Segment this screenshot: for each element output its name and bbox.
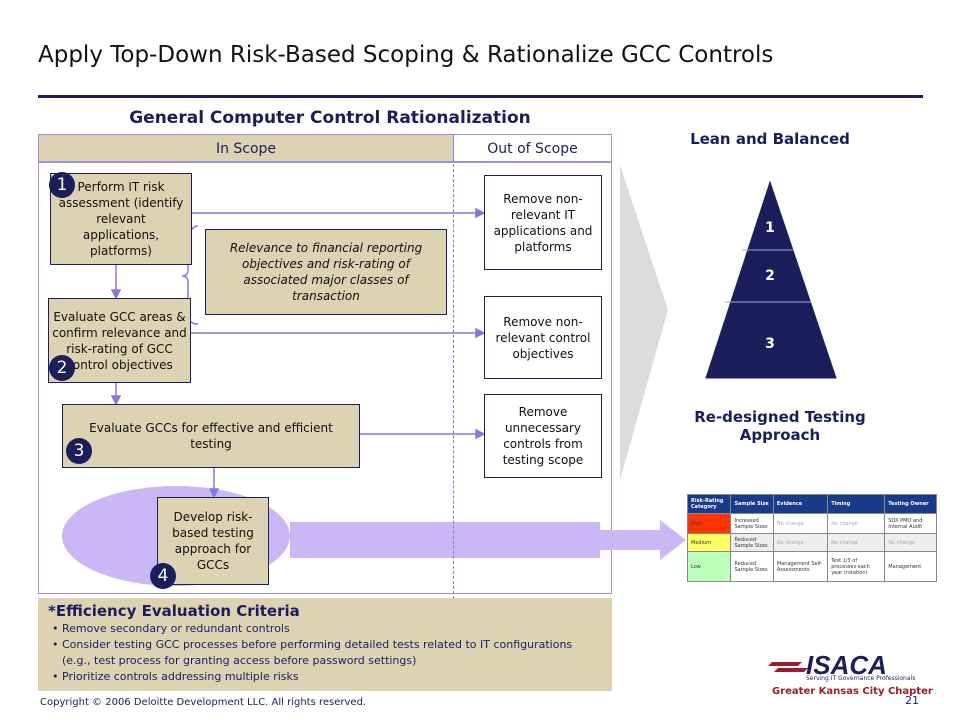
step-2-text: Evaluate GCC areas & confirm relevance a… <box>52 309 187 372</box>
criteria-star: * <box>48 602 56 620</box>
step-4-text: Develop risk-based testing approach for … <box>172 510 254 572</box>
outcome-box-applications: Remove non-relevant IT applications and … <box>484 175 602 270</box>
pyramid-level-1: 1 <box>765 220 775 236</box>
isaca-logo-mark: ISACA <box>768 650 887 680</box>
logo-wordmark: ISACA <box>806 650 887 680</box>
table-cell: Increased Sample Sizes <box>730 513 774 534</box>
outcome-text-objectives: Remove non-relevant control objectives <box>495 314 591 361</box>
pyramid-level-2: 2 <box>765 268 775 284</box>
efficiency-criteria-box: *Efficiency Evaluation Criteria Remove s… <box>38 598 612 691</box>
redesigned-title: Re-designed Testing Approach <box>694 408 866 444</box>
scope-frame <box>38 162 612 594</box>
table-header-row: Risk-Rating Category Sample Size Evidenc… <box>686 494 937 514</box>
step-1-text: Perform IT risk assessment (identify rel… <box>58 180 184 258</box>
step-4-badge: 4 <box>150 563 176 589</box>
lean-balanced-title: Lean and Balanced <box>690 130 850 148</box>
step-1-badge: 1 <box>49 172 75 198</box>
criteria-item: Consider testing GCC processes before pe… <box>48 637 602 669</box>
criteria-item: Prioritize controls addressing multiple … <box>48 669 602 685</box>
pyramid: 1 2 3 <box>705 180 837 379</box>
table-cell-category: High <box>686 513 732 534</box>
pyramid-level-3: 3 <box>765 336 775 352</box>
relevance-note: Relevance to financial reporting objecti… <box>205 229 447 315</box>
step-4-box: Develop risk-based testing approach for … <box>157 497 269 585</box>
step-3-badge: 3 <box>66 438 92 464</box>
in-scope-header: In Scope <box>38 134 454 162</box>
isaca-logo: ISACA Serving IT Governance Professional… <box>768 644 933 700</box>
table-header: Sample Size <box>730 494 774 514</box>
table-cell: Reduced Sample Sizes <box>730 551 774 582</box>
gray-chevron <box>620 165 668 480</box>
logo-chapter: Greater Kansas City Chapter <box>772 686 933 697</box>
outcome-text-applications: Remove non-relevant IT applications and … <box>493 191 593 254</box>
table-cell: Management <box>884 551 937 582</box>
table-row: Medium Reduced Sample Sizes No change No… <box>686 533 937 552</box>
relevance-note-text: Relevance to financial reporting objecti… <box>229 241 423 303</box>
table-cell: Reduced Sample Sizes <box>730 533 774 552</box>
title-rule <box>38 95 923 98</box>
step-3-box: Evaluate GCCs for effective and efficien… <box>62 404 360 468</box>
table-cell: No change <box>827 533 886 552</box>
logo-tagline: Serving IT Governance Professionals <box>806 675 916 682</box>
pyramid-shape <box>705 180 837 379</box>
table-cell: Management Self-Assessments <box>772 551 829 582</box>
logo-swoosh <box>768 662 808 672</box>
outcome-box-controls: Remove unnecessary controls from testing… <box>484 394 602 478</box>
out-of-scope-header: Out of Scope <box>453 134 612 162</box>
table-header: Risk-Rating Category <box>686 494 732 514</box>
outcome-box-objectives: Remove non-relevant control objectives <box>484 296 602 379</box>
approach-arrow <box>290 520 686 560</box>
step-2-box: Evaluate GCC areas & confirm relevance a… <box>48 298 191 383</box>
step-1-box: Perform IT risk assessment (identify rel… <box>50 173 192 265</box>
table-cell: No change <box>884 533 937 552</box>
table-cell: No change <box>772 533 829 552</box>
copyright-notice: Copyright © 2006 Deloitte Development LL… <box>40 697 367 708</box>
criteria-heading-text: Efficiency Evaluation Criteria <box>55 602 300 620</box>
slide-title: Apply Top-Down Risk-Based Scoping & Rati… <box>38 42 774 68</box>
criteria-heading: *Efficiency Evaluation Criteria <box>48 602 602 620</box>
table-cell: No change <box>827 513 886 534</box>
table-header: Evidence <box>772 494 829 514</box>
criteria-item: Remove secondary or redundant controls <box>48 621 602 637</box>
table-header: Timing <box>827 494 886 514</box>
table-row: High Increased Sample Sizes No change No… <box>686 513 937 534</box>
table-row: Low Reduced Sample Sizes Management Self… <box>686 551 937 582</box>
step-2-badge: 2 <box>49 355 75 381</box>
outcome-text-controls: Remove unnecessary controls from testing… <box>502 405 584 467</box>
risk-rating-table: Risk-Rating Category Sample Size Evidenc… <box>686 494 937 582</box>
step-3-text: Evaluate GCCs for effective and efficien… <box>89 421 333 451</box>
table-cell-category: Low <box>686 551 732 582</box>
criteria-list: Remove secondary or redundant controls C… <box>48 621 602 685</box>
diagram-subtitle: General Computer Control Rationalization <box>129 108 531 128</box>
page-number: 21 <box>905 694 919 707</box>
scope-divider <box>453 134 454 604</box>
table-header: Testing Owner <box>884 494 937 514</box>
table-cell: No change <box>772 513 829 534</box>
table-cell: SOX PMO and Internal Audit <box>884 513 937 534</box>
table-cell: Test 1/3 of processes each year (rotatio… <box>827 551 886 582</box>
table-cell-category: Medium <box>686 533 732 552</box>
